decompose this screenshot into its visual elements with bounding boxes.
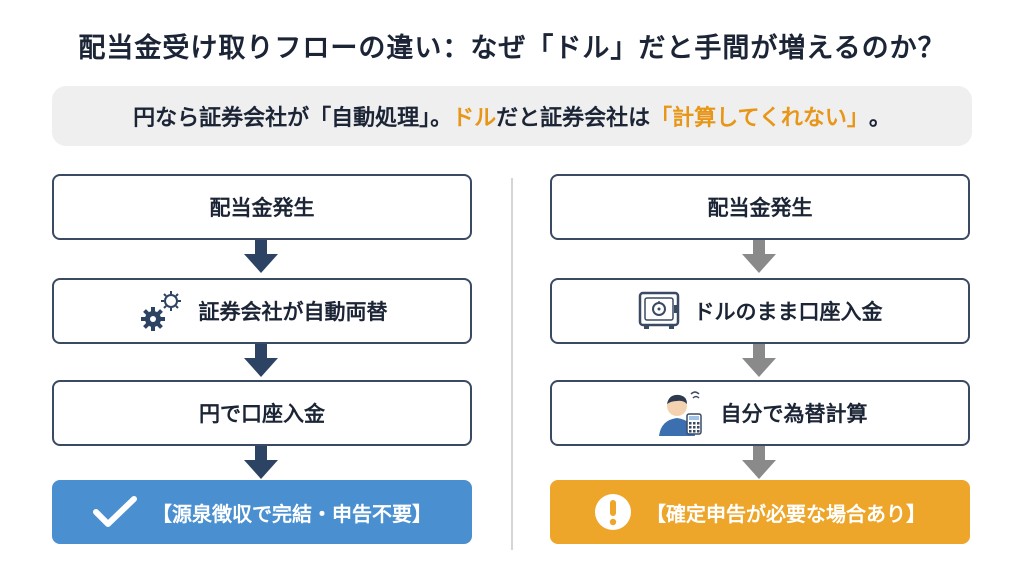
right-result-box: 【確定申告が必要な場合あり】 <box>550 480 970 544</box>
right-step-dividend: 配当金発生 <box>550 174 970 240</box>
banner-highlight-no-calc: 「計算してくれない」 <box>650 106 869 131</box>
column-divider <box>511 178 513 550</box>
left-step-dividend-label: 配当金発生 <box>209 196 315 220</box>
exclamation-icon <box>594 493 632 531</box>
banner-text-3: 。 <box>868 106 891 131</box>
right-step-dollar-deposit: ドルのまま口座入金 <box>550 278 970 344</box>
banner-text-2: だと証券会社は <box>496 106 651 131</box>
down-arrow-icon <box>742 240 776 273</box>
safe-icon <box>638 291 680 331</box>
summary-banner: 円なら証券会社が「自動処理」。 ドル だと証券会社は 「計算してくれない」 。 <box>52 86 972 146</box>
left-step-auto-exchange-label: 証券会社が自動両替 <box>198 300 388 324</box>
left-result-label: 【源泉徴収で完結・申告不要】 <box>152 501 432 526</box>
right-step-dividend-label: 配当金発生 <box>707 196 813 220</box>
banner-text-1: 円なら証券会社が「自動処理」。 <box>133 106 453 131</box>
check-icon <box>92 495 138 529</box>
page-title: 配当金受け取りフローの違い：なぜ「ドル」だと手間が増えるのか？ <box>78 33 946 64</box>
banner-highlight-dollar: ドル <box>452 106 497 131</box>
left-step-yen-deposit-label: 円で口座入金 <box>199 402 325 426</box>
left-step-auto-exchange: 証券会社が自動両替 <box>52 278 472 344</box>
down-arrow-icon <box>244 446 278 479</box>
left-step-yen-deposit: 円で口座入金 <box>52 380 472 446</box>
person-calculator-icon <box>653 388 707 438</box>
down-arrow-icon <box>742 446 776 479</box>
right-step-self-calc: 自分で為替計算 <box>550 380 970 446</box>
right-step-dollar-deposit-label: ドルのまま口座入金 <box>693 300 883 324</box>
down-arrow-icon <box>244 344 278 377</box>
down-arrow-icon <box>244 240 278 273</box>
right-result-label: 【確定申告が必要な場合あり】 <box>646 501 926 526</box>
left-step-dividend: 配当金発生 <box>52 174 472 240</box>
left-result-box: 【源泉徴収で完結・申告不要】 <box>52 480 472 544</box>
gears-icon <box>137 289 185 333</box>
down-arrow-icon <box>742 344 776 377</box>
right-step-self-calc-label: 自分で為替計算 <box>720 402 868 426</box>
